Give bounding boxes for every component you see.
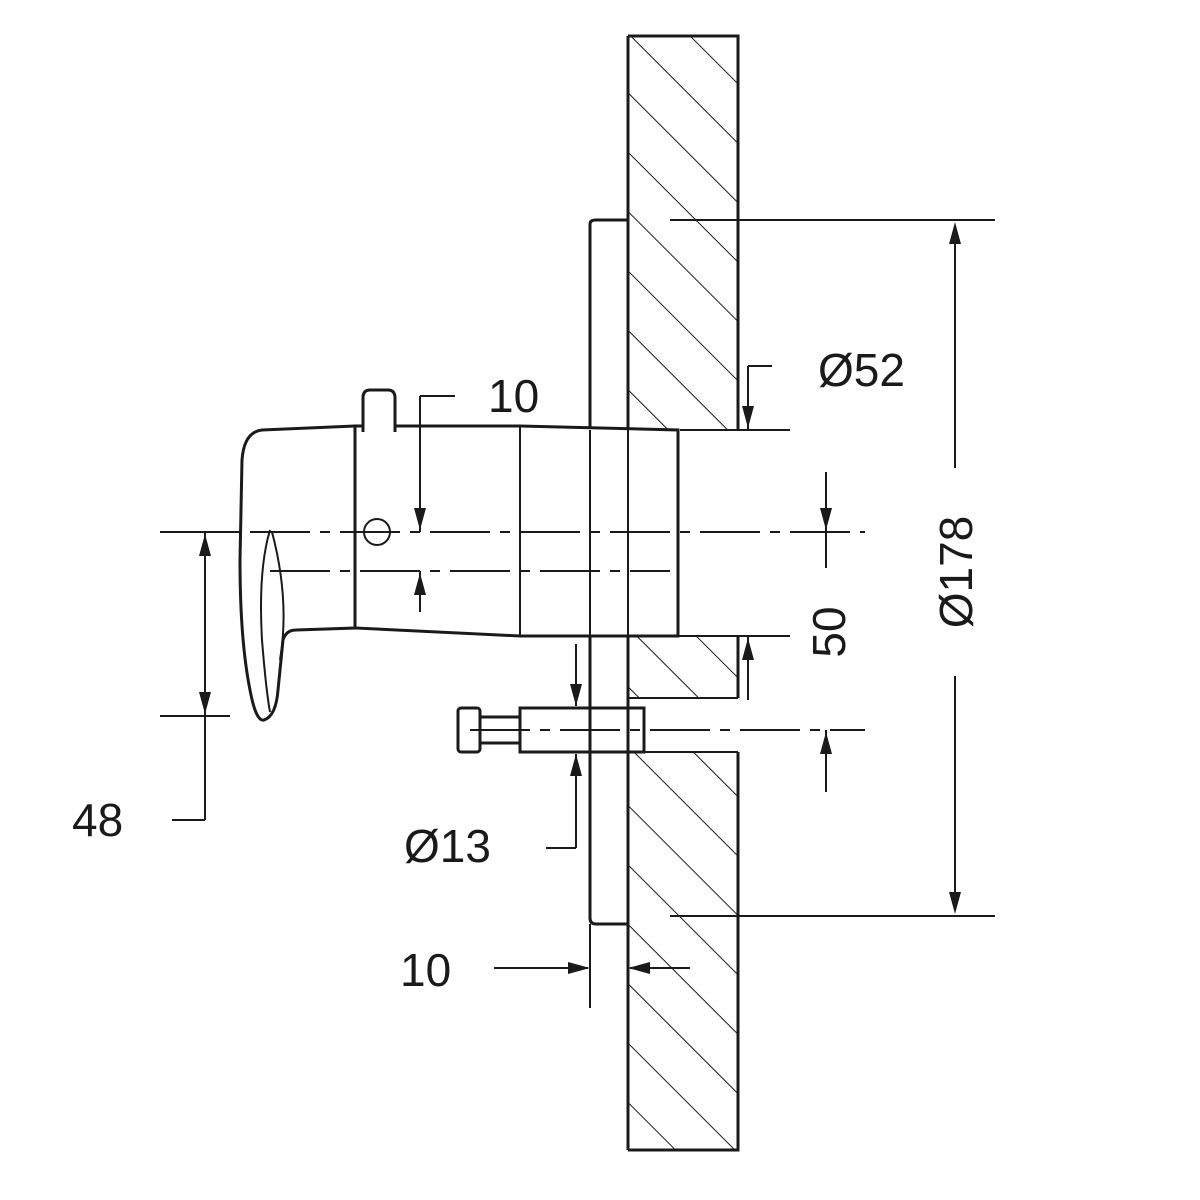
handle-drop-label: 48 [72, 794, 123, 846]
center-lines [160, 531, 865, 731]
dimension-handle-drop: 48 [72, 531, 230, 846]
dimension-pin-offset: 10 [414, 370, 539, 612]
screw-diameter-label: Ø13 [404, 820, 491, 872]
flange-thickness-label: 10 [400, 944, 451, 996]
dimension-sleeve-diameter: Ø52 [680, 344, 905, 700]
stop-pin [361, 388, 397, 432]
flange-diameter-label: Ø178 [930, 516, 982, 629]
dimension-screw-diameter: Ø13 [404, 644, 582, 872]
dimension-axis-offset: 50 [803, 472, 855, 792]
pin-offset-label: 10 [488, 370, 539, 422]
dimension-flange-thickness: 10 [400, 924, 690, 1008]
dimension-flange-diameter: Ø178 [670, 219, 995, 917]
axis-offset-label: 50 [803, 606, 855, 657]
lever-handle [238, 424, 357, 722]
sleeve-diameter-label: Ø52 [818, 344, 905, 396]
